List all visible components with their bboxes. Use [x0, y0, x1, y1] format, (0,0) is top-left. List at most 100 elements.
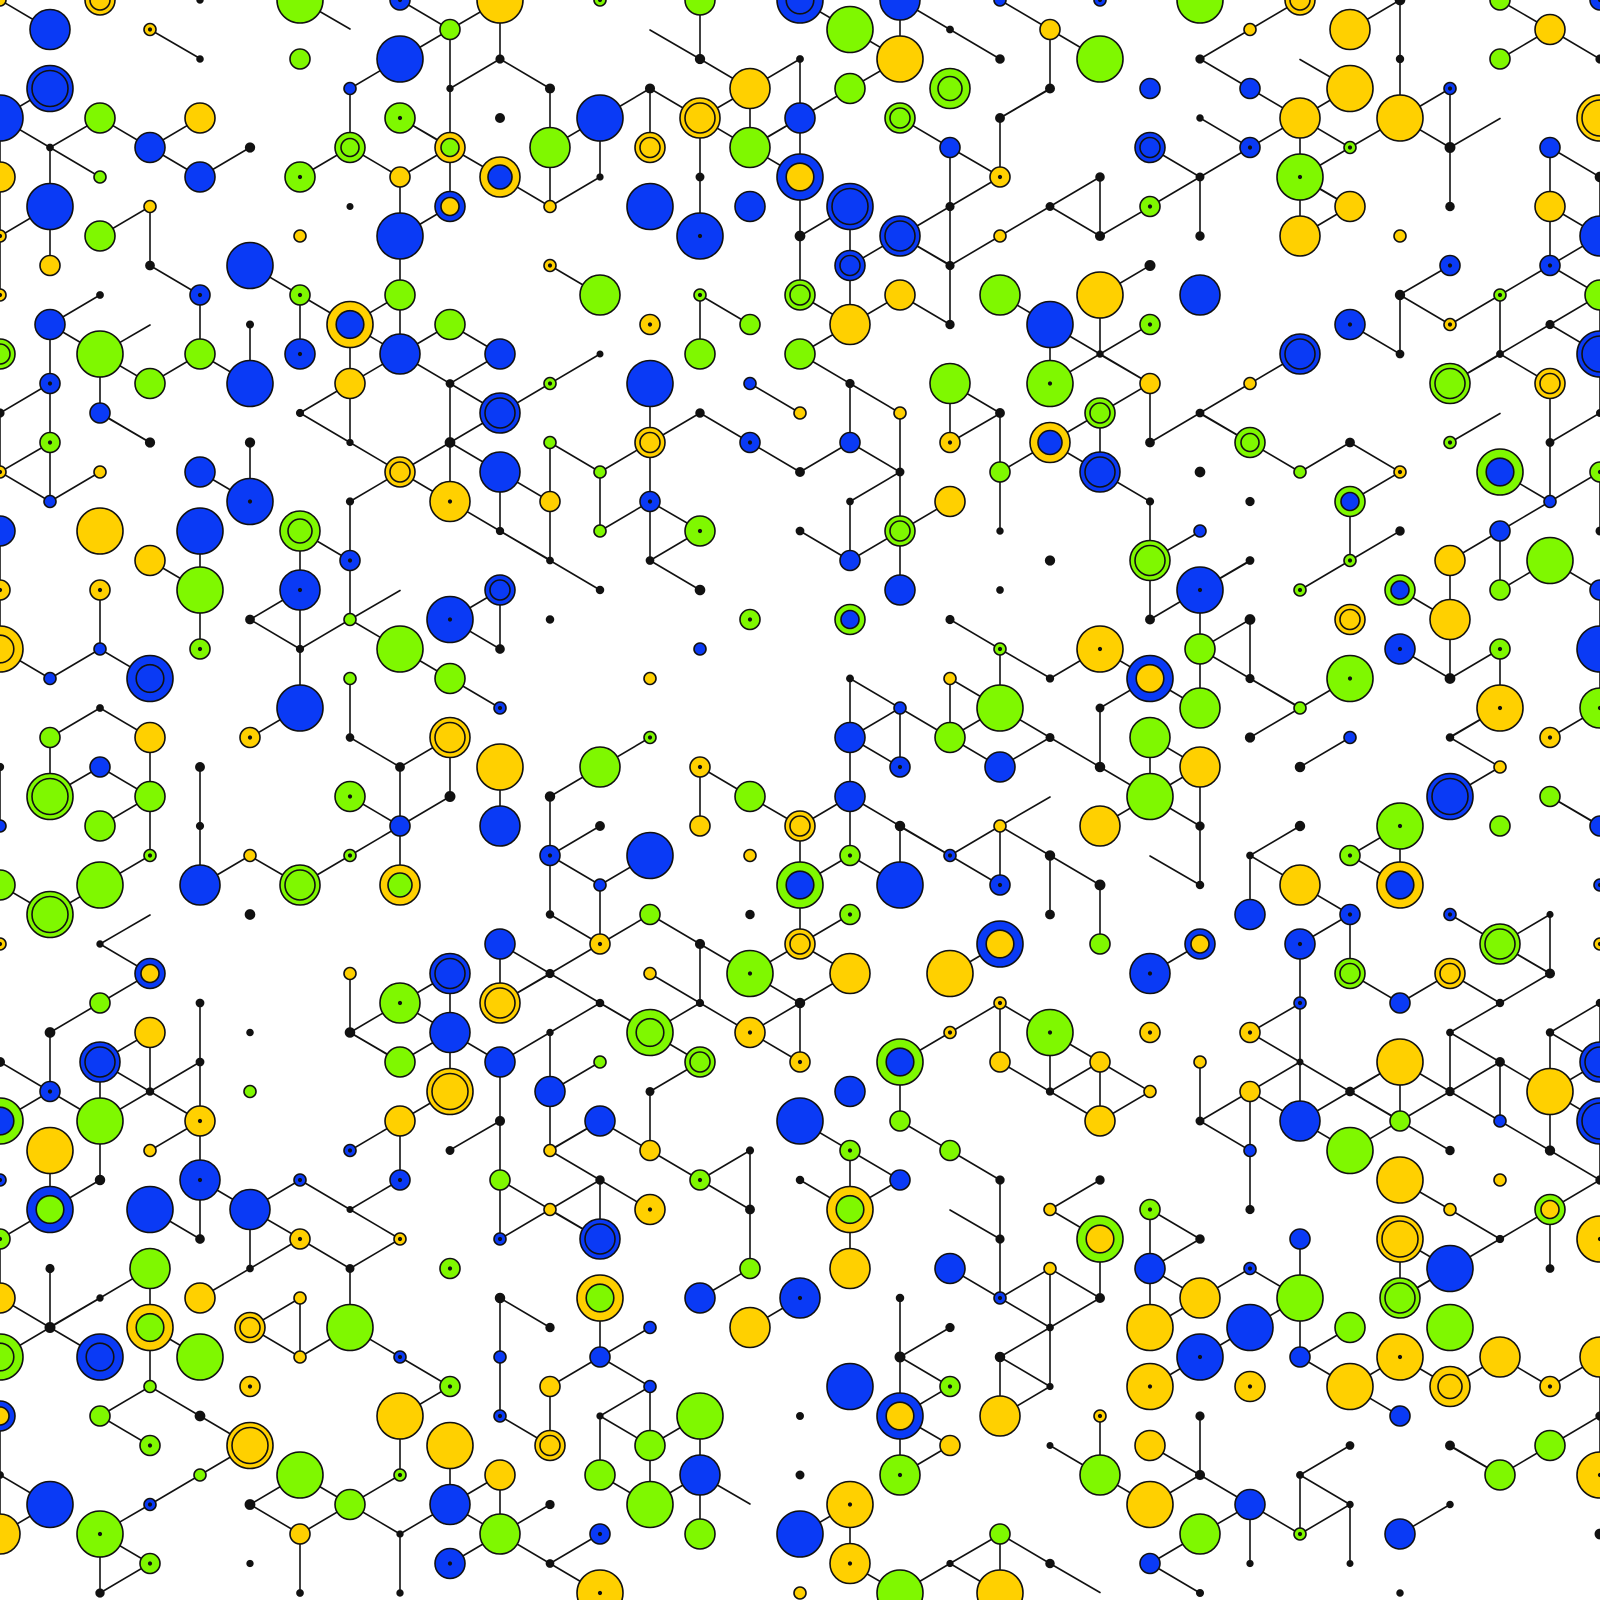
green-node	[1293, 465, 1307, 479]
yellow-node	[26, 1126, 74, 1175]
yellow-node	[143, 199, 157, 214]
center-dot	[997, 882, 1003, 888]
center-dot	[997, 646, 1003, 652]
center-dot	[1397, 1354, 1403, 1360]
center-dot	[1147, 1207, 1153, 1212]
connector-line	[349, 1208, 401, 1240]
connector-line	[1449, 412, 1501, 444]
yellow-node	[729, 1306, 771, 1349]
center-dot	[547, 263, 553, 268]
center-dot	[397, 1236, 403, 1242]
green-node	[289, 48, 311, 70]
inner-ring	[1089, 402, 1111, 424]
yellow-node	[1326, 64, 1374, 113]
junction-dot	[244, 437, 256, 448]
yellow-node	[1479, 1336, 1521, 1378]
inner-ring	[789, 284, 811, 306]
green-node	[676, 1392, 724, 1440]
blue-node	[876, 861, 924, 909]
inner-ring	[31, 895, 69, 934]
center-dot	[1247, 1266, 1253, 1271]
center-dot	[947, 853, 953, 858]
inner-ring	[1381, 1220, 1419, 1258]
inner-ring	[1581, 99, 1600, 137]
blue-node	[379, 333, 421, 375]
yellow-node	[689, 815, 711, 837]
blue-node	[1589, 0, 1600, 11]
junction-dot	[1095, 172, 1105, 182]
center-dot	[747, 617, 753, 622]
junction-dot	[345, 497, 355, 506]
connector-line	[1299, 1503, 1351, 1535]
center-dot	[447, 1384, 453, 1389]
green-node	[0, 1228, 11, 1250]
connector-line	[49, 648, 101, 680]
connector-line	[1299, 441, 1351, 473]
center-dot	[697, 764, 703, 770]
blue-node	[1426, 1244, 1474, 1293]
green-node	[1489, 579, 1511, 601]
junction-dot	[0, 408, 5, 418]
connector-line	[949, 1002, 1001, 1034]
junction-dot	[945, 201, 955, 212]
yellow-node	[1079, 805, 1121, 847]
blue-node	[1589, 815, 1600, 837]
yellow-node	[1279, 215, 1321, 257]
blue-node	[479, 805, 521, 847]
connector-line	[549, 1149, 601, 1181]
center-dot	[1247, 145, 1253, 150]
green-node	[326, 1303, 374, 1352]
yellow-node	[829, 952, 871, 995]
yellow-node	[1326, 1362, 1374, 1411]
green-inner-node	[937, 75, 963, 102]
junction-dot	[1345, 1086, 1355, 1097]
center-dot	[1147, 204, 1153, 209]
junction-dot	[1394, 0, 1406, 6]
inner-ring	[889, 107, 911, 129]
yellow-node	[939, 1434, 961, 1457]
green-node	[279, 864, 321, 906]
center-dot	[1097, 646, 1103, 652]
green-inner-node	[0, 1342, 15, 1372]
blue-node	[1389, 992, 1411, 1014]
junction-dot	[945, 1322, 955, 1333]
junction-dot	[1195, 880, 1205, 890]
junction-dot	[495, 526, 505, 536]
yellow-node	[1334, 190, 1366, 223]
center-dot	[1347, 145, 1353, 150]
green-node	[1429, 362, 1471, 405]
junction-dot	[1294, 820, 1306, 832]
yellow-inner-node	[1437, 1373, 1463, 1400]
junction-dot	[1195, 1234, 1205, 1244]
yellow-node	[1593, 937, 1600, 951]
inner-ring	[231, 1426, 269, 1465]
junction-dot	[995, 408, 1005, 418]
connector-line	[899, 825, 951, 857]
blue-node	[26, 64, 74, 113]
junction-dot	[1095, 703, 1105, 713]
junction-dot	[495, 644, 505, 654]
blue-node	[43, 494, 57, 509]
blue-node	[643, 1379, 657, 1394]
blue-node	[1576, 330, 1600, 378]
green-node	[543, 435, 557, 450]
junction-dot	[545, 1499, 555, 1510]
center-dot	[847, 1148, 853, 1153]
junction-dot	[1296, 1058, 1304, 1066]
center-dot	[397, 0, 403, 3]
connector-line	[1299, 559, 1351, 591]
center-dot	[447, 1561, 453, 1566]
junction-dot	[645, 556, 655, 565]
yellow-node	[93, 465, 107, 479]
green-node	[26, 890, 74, 939]
center-dot	[1397, 646, 1403, 652]
green-node	[1489, 0, 1511, 11]
green-node	[276, 0, 324, 24]
yellow-node	[426, 1067, 474, 1116]
yellow-node	[743, 848, 757, 863]
connector-line	[549, 353, 601, 385]
junction-dot	[1245, 673, 1255, 684]
connector-line	[549, 176, 601, 208]
junction-dot	[794, 230, 806, 242]
blue-node	[826, 1362, 874, 1411]
